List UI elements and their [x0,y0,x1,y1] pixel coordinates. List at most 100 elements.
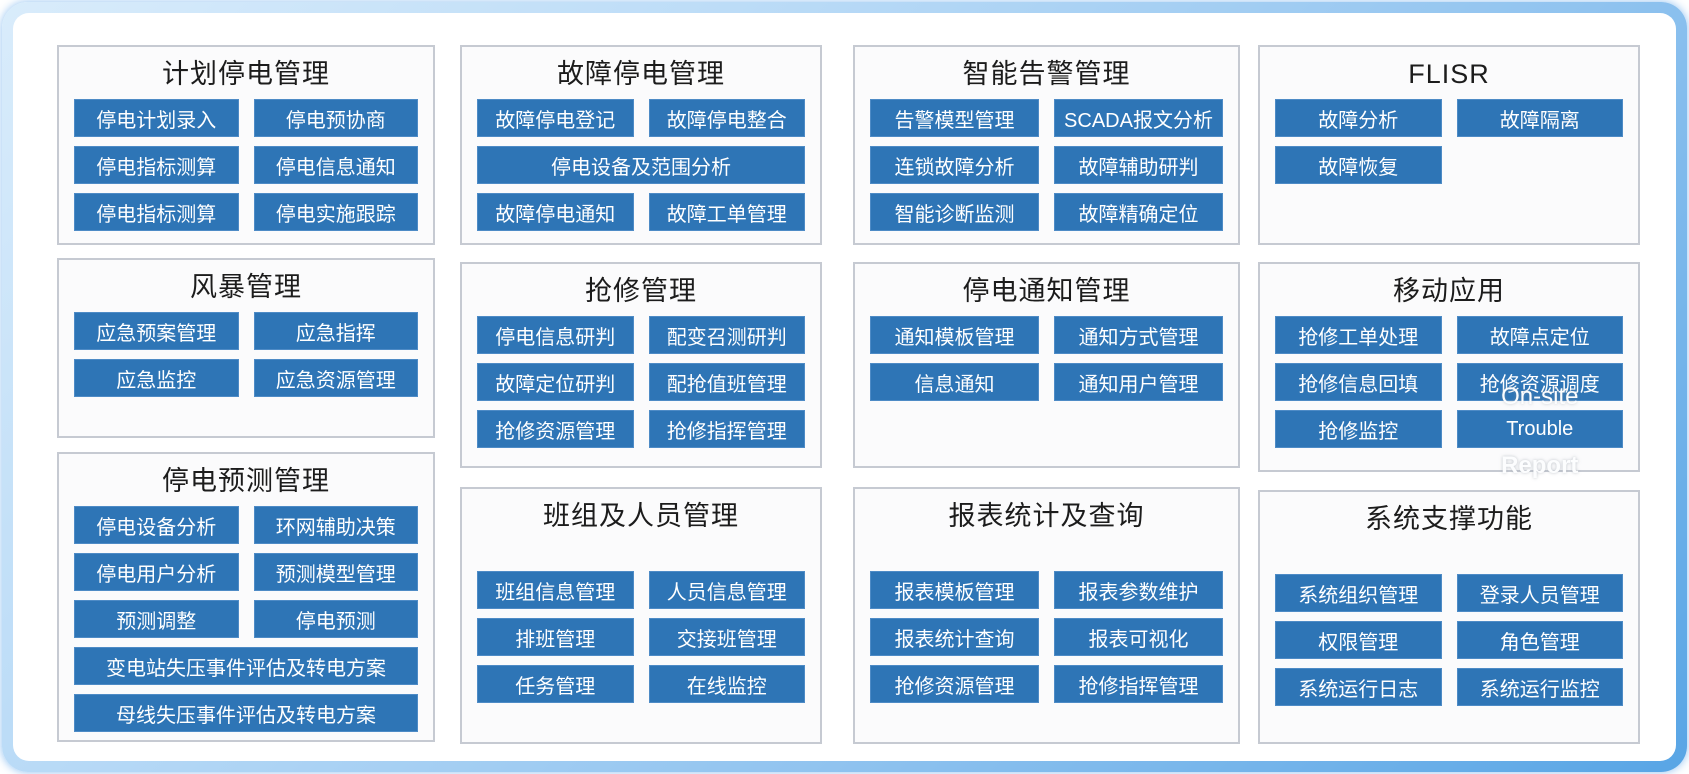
module-button[interactable]: 故障停电整合 [648,99,805,137]
module-button[interactable]: 停电指标测算 [74,193,239,231]
module-button[interactable]: 报表可视化 [1054,618,1223,656]
module-button-label: 故障点定位 [1489,326,1590,349]
module-button[interactable]: 停电预协商 [253,99,418,137]
module-button[interactable]: 故障点定位 [1456,316,1623,354]
module-button-label: 抢修资源管理 [894,675,1015,698]
button-grid: 应急预案管理应急指挥应急监控 应急资源管理 [74,312,418,397]
module-button[interactable]: 环网辅助决策 [253,506,418,544]
module-button-label: 应急监控 [116,369,197,392]
module-button[interactable]: 抢修资源管理 [870,665,1039,703]
button-grid: 故障分析故障隔离故障恢复 [1275,99,1623,184]
module-button[interactable]: 抢修指挥管理 [648,410,805,448]
module-button[interactable]: 应急监控 [74,359,239,397]
module-button-label: 系统运行监控 [1479,678,1600,701]
module-button[interactable]: 停电信息研判 [477,316,634,354]
module-button[interactable]: 停电预测 [253,600,418,638]
module-button[interactable]: 配变召测研判 [648,316,805,354]
module-button[interactable]: 应急资源管理 [253,359,418,397]
module-button[interactable]: 班组信息管理 [477,571,634,609]
panel-title: 停电预测管理 [162,466,330,496]
module-button-label: 连锁故障分析 [894,156,1015,179]
module-button[interactable]: 报表参数维护 [1054,571,1223,609]
module-button[interactable]: 故障工单管理 [648,193,805,231]
module-button[interactable]: 通知模板管理 [870,316,1039,354]
module-button[interactable]: 故障隔离 [1456,99,1623,137]
module-button[interactable]: 停电指标测算 [74,146,239,184]
panel-title: 停电通知管理 [962,276,1131,306]
module-button[interactable]: 角色管理 [1456,621,1623,659]
module-button-label: 故障定位研判 [495,373,616,396]
module-button[interactable]: 停电用户分析 [74,553,239,591]
module-button[interactable]: 故障停电通知 [477,193,634,231]
module-button-label: Trouble [1506,417,1574,440]
module-button[interactable]: 智能诊断监测 [870,193,1039,231]
module-button[interactable]: 故障停电登记 [477,99,634,137]
module-button[interactable]: 停电计划录入 [74,99,239,137]
module-button-label: 抢修工单处理 [1298,326,1419,349]
module-button[interactable]: 抢修工单处理 [1275,316,1442,354]
module-button-label: 故障精确定位 [1078,203,1199,226]
module-button[interactable]: 登录人员管理 [1456,574,1623,612]
module-button[interactable]: 系统运行日志 [1275,668,1442,706]
module-button[interactable]: 预测模型管理 [253,553,418,591]
module-button[interactable]: 配抢值班管理 [648,363,805,401]
module-button[interactable]: 预测调整 [74,600,239,638]
module-button[interactable]: 任务管理 [477,665,634,703]
overflow-text: Report [1501,452,1579,479]
module-button-label: 抢修信息回填 [1298,373,1419,396]
panel-title: 智能告警管理 [962,59,1131,89]
module-button-label: 停电预协商 [285,109,386,132]
module-button-label: 通知用户管理 [1078,373,1199,396]
module-button[interactable]: 信息通知 [870,363,1039,401]
module-button[interactable]: 权限管理 [1275,621,1442,659]
module-button[interactable]: 停电信息通知 [253,146,418,184]
module-button-label: 母线失压事件评估及转电方案 [116,704,376,727]
module-button[interactable]: 故障定位研判 [477,363,634,401]
module-button[interactable]: 交接班管理 [648,618,805,656]
module-button[interactable]: 抢修监控 [1275,410,1442,448]
module-button-label: 抢修监控 [1318,420,1399,443]
module-button[interactable]: 变电站失压事件评估及转电方案 [74,647,418,685]
button-grid: 系统组织管理登录人员管理权限管理角色管理系统运行日志 系统运行监控 [1275,574,1623,706]
panel-outage-forecast-management: 停电预测管理 停电设备分析 环网辅助决策停电用户分析预测模型管理预测调整停电预测变… [57,452,435,742]
module-button-label: 停电指标测算 [96,156,217,179]
module-button[interactable]: 排班管理 [477,618,634,656]
module-button[interactable]: 抢修资源管理 [477,410,634,448]
module-button[interactable]: 连锁故障分析 [870,146,1039,184]
module-button[interactable]: 系统运行监控 [1456,668,1623,706]
module-button[interactable]: 通知方式管理 [1054,316,1223,354]
module-button[interactable]: 故障恢复 [1275,146,1442,184]
module-button-label: 抢修资源管理 [495,420,616,443]
panel-title: 抢修管理 [585,276,697,306]
module-button[interactable]: 故障辅助研判 [1054,146,1223,184]
module-button[interactable]: 母线失压事件评估及转电方案 [74,694,418,732]
module-button-label: 停电指标测算 [96,203,217,226]
module-button[interactable]: 故障精确定位 [1054,193,1223,231]
module-button[interactable]: 应急指挥 [253,312,418,350]
module-button[interactable]: 报表统计查询 [870,618,1039,656]
panel-repair-management: 抢修管理 停电信息研判配变召测研判故障定位研判 配抢值班管理抢修资源管理 抢修指挥管… [460,262,822,468]
module-button[interactable]: 人员信息管理 [648,571,805,609]
module-button-label: 停电设备分析 [96,516,217,539]
module-button-label: 故障工单管理 [666,203,787,226]
panel-planned-outage-management: 计划停电管理 停电计划录入停电预协商停电指标测算停电信息通知停电指标测算停电实施… [57,45,435,245]
module-button[interactable]: 系统组织管理 [1275,574,1442,612]
module-button-label: 班组信息管理 [495,581,616,604]
panel-title: 计划停电管理 [162,59,330,89]
module-button[interactable]: 故障分析 [1275,99,1442,137]
module-button[interactable]: 停电设备及范围分析 [477,146,805,184]
module-button[interactable]: 停电设备分析 [74,506,239,544]
module-button[interactable]: 抢修指挥管理 [1054,665,1223,703]
module-button[interactable]: 告警模型管理 [870,99,1039,137]
module-button[interactable]: 通知用户管理 [1054,363,1223,401]
module-button[interactable]: SCADA报文分析 [1054,99,1223,137]
module-button[interactable]: 应急预案管理 [74,312,239,350]
module-button-label: 在线监控 [686,675,767,698]
module-button[interactable]: 在线监控 [648,665,805,703]
module-button[interactable]: 停电实施跟踪 [253,193,418,231]
module-button[interactable]: 报表模板管理 [870,571,1039,609]
module-button[interactable]: 抢修信息回填 [1275,363,1442,401]
